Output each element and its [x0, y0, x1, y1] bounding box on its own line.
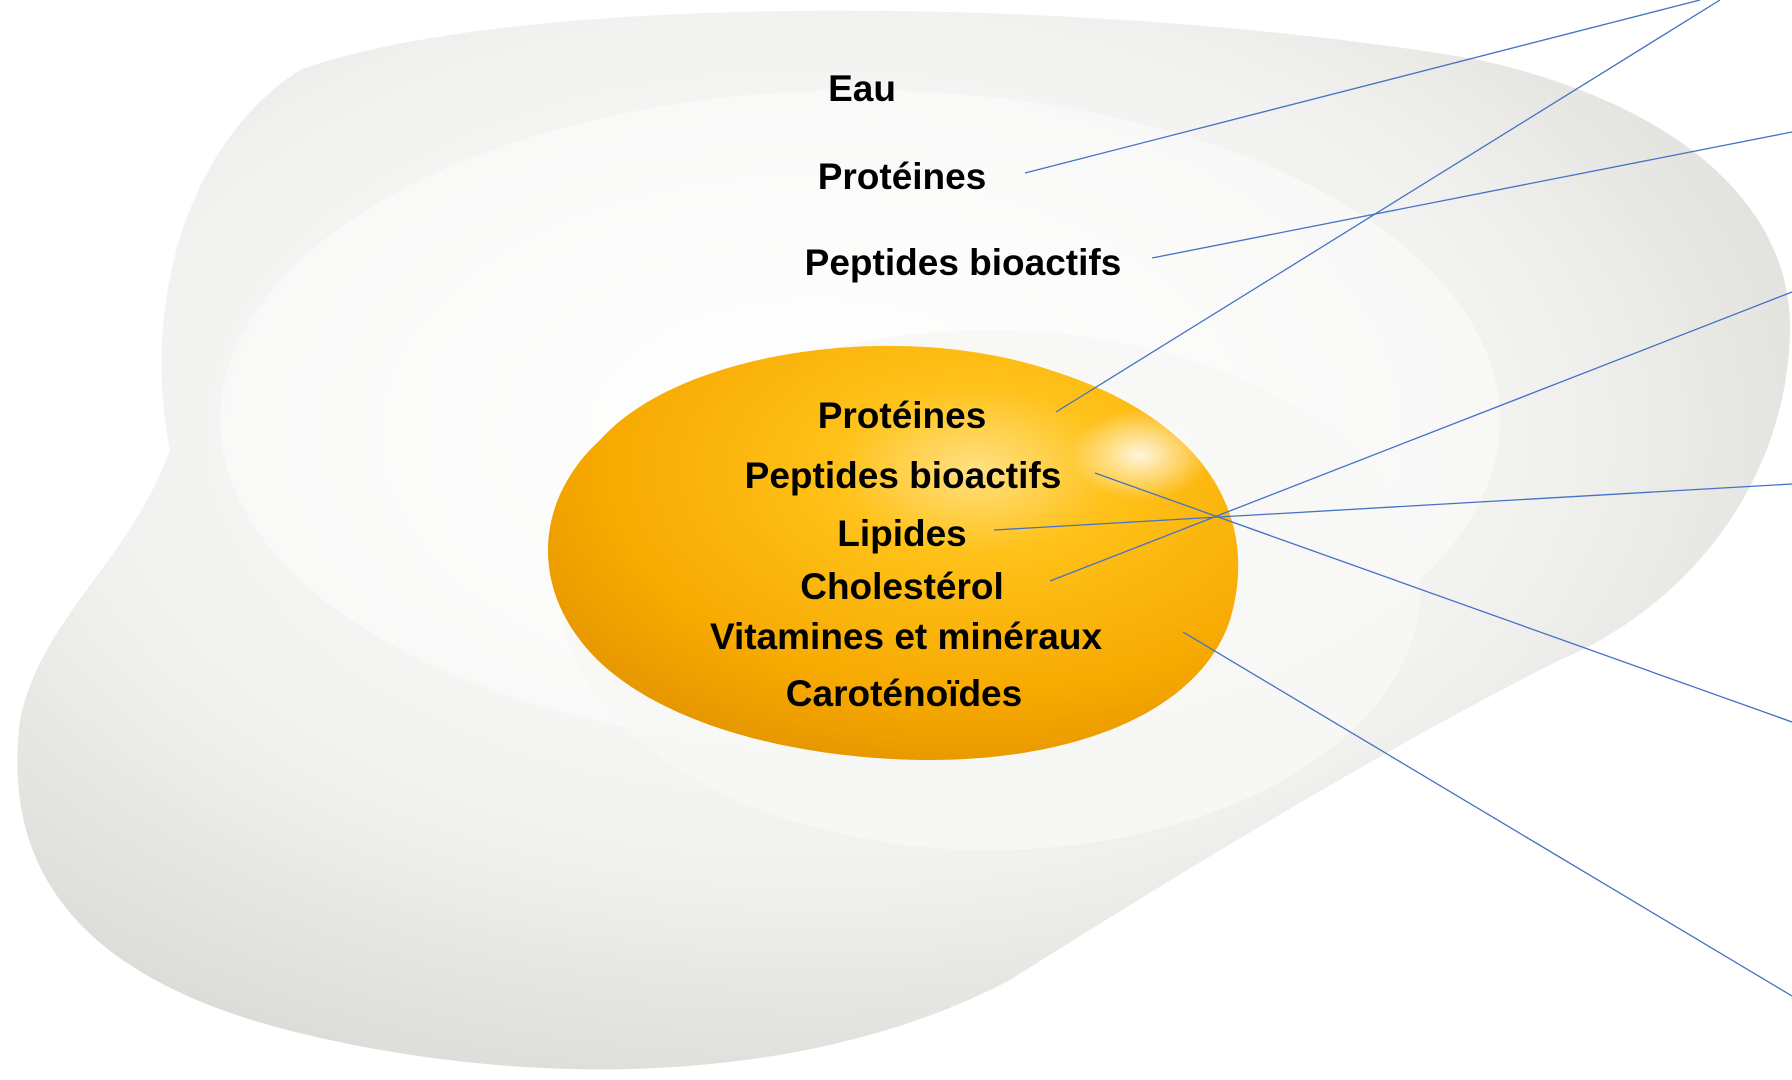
leader-white-peptides	[1152, 132, 1792, 258]
leader-yolk-cholesterol	[1050, 292, 1792, 581]
leader-white-proteines	[1025, 0, 1700, 173]
leader-yolk-peptides	[1095, 473, 1792, 722]
leader-yolk-proteines	[1056, 0, 1720, 412]
label-white-eau: Eau	[828, 70, 896, 107]
label-yolk-cholesterol: Cholestérol	[800, 568, 1004, 605]
label-white-proteines: Protéines	[818, 158, 987, 195]
label-yolk-carotenoides: Caroténoïdes	[786, 675, 1022, 712]
label-yolk-vitamines: Vitamines et minéraux	[710, 618, 1102, 655]
label-yolk-lipides: Lipides	[837, 515, 967, 552]
label-yolk-proteines: Protéines	[818, 397, 987, 434]
label-yolk-peptides: Peptides bioactifs	[745, 457, 1062, 494]
leader-yolk-vitamines	[1183, 632, 1792, 996]
label-white-peptides: Peptides bioactifs	[805, 244, 1122, 281]
leader-yolk-lipides	[994, 484, 1792, 530]
